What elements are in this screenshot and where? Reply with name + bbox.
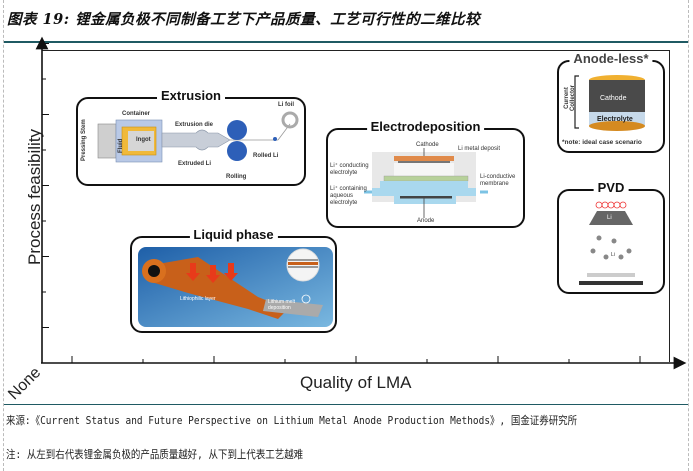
source-note: 来源:《Current Status and Future Perspectiv… [6, 414, 578, 427]
electrodeposition-panel: Electrodeposition Cathode Li metal depos… [326, 119, 525, 228]
ingot-label: Ingot [136, 137, 151, 143]
y-axis-label: Process feasibility [25, 128, 44, 265]
electrodeposition-diagram [364, 148, 488, 218]
title-divider [4, 41, 688, 43]
liquid-phase-panel: Liquid phase Lithiophilic layer Lithium … [130, 227, 337, 333]
liquid-phase-diagram [138, 247, 333, 327]
pressing-stem [97, 123, 117, 159]
top-roller [227, 120, 247, 140]
pressing-stem-label: Pressing Stem [81, 119, 87, 161]
footer-divider [4, 404, 688, 405]
liquid-phase-title: Liquid phase [189, 227, 278, 242]
plot-frame [42, 50, 670, 362]
li-foil-label: Li foil [278, 102, 294, 108]
lithiophilic-layer-label: Lithiophilic layer [180, 296, 216, 302]
x-axis-label: Quality of LMA [300, 373, 412, 392]
li-conducting-electrolyte-label: Li⁺ conducting electrolyte [330, 163, 369, 176]
bottom-collector [589, 121, 645, 131]
substrate-film [587, 273, 635, 277]
membrane [383, 175, 469, 182]
substrate [579, 281, 643, 285]
copper-foil [148, 257, 288, 319]
pvd-diagram [579, 201, 643, 285]
li-metal-deposit-label: Li metal deposit [458, 146, 501, 152]
container-label: Container [122, 111, 151, 117]
x-ticks [71, 356, 641, 363]
li-atom-label: Li [611, 252, 615, 258]
cathode-label: Cathode [416, 142, 439, 148]
lithium-melt-label: Lithium melt deposition [268, 299, 295, 311]
anode-less-panel: Anode-less* Current Collector Cathode El… [557, 51, 665, 153]
figure-title: 图表 19: 锂金属负极不同制备工艺下产品质量、工艺可行性的二维比较 [7, 11, 481, 28]
page-border [3, 0, 689, 471]
rolling-label: Rolling [226, 174, 247, 180]
anode-less-diagram [574, 75, 645, 131]
extrusion-title: Extrusion [157, 88, 225, 103]
aqueous-electrolyte-label: Li⁺ containing aqueous electrolyte [330, 186, 367, 206]
y-ticks [42, 43, 49, 328]
ideal-case-note: *note: ideal case scenario [562, 139, 642, 146]
li-source [589, 211, 633, 225]
anode-plate [400, 196, 452, 199]
anode-less-title: Anode-less* [569, 51, 653, 66]
heater-coil [595, 201, 627, 209]
lithium-sheet [263, 299, 323, 317]
extruded-li-label: Extruded Li [178, 161, 212, 167]
extrusion-panel: Extrusion Pressing Stem Container Ingot … [76, 88, 306, 186]
li-conductive-membrane-label: Li-conductive membrane [480, 174, 516, 187]
ingot [128, 131, 154, 151]
li-atoms [590, 235, 632, 260]
extrusion-die-label: Extrusion die [175, 122, 214, 128]
cathode-plate [394, 156, 454, 161]
pvd-title: PVD [593, 180, 629, 195]
extrusion-die [161, 129, 231, 151]
li-source-label: Li [607, 215, 612, 221]
pvd-panel: PVD Li Li [557, 180, 665, 294]
electrodeposition-title: Electrodeposition [366, 119, 485, 134]
footnote: 注: 从左到右代表锂金属负极的产品质量越好, 从下到上代表工艺越难 [6, 448, 304, 461]
current-collector-label: Current Collector [564, 85, 576, 112]
cathode-layer [589, 80, 645, 112]
anode-label: Anode [417, 218, 435, 224]
rolled-li-label: Rolled Li [253, 153, 279, 159]
electrolyte-label: Electrolyte [597, 116, 633, 123]
extrusion-diagram [97, 111, 299, 163]
bottom-roller [227, 141, 247, 161]
cathode-label: Cathode [600, 95, 627, 102]
fluid-label: Fluid [118, 138, 124, 153]
li-foil-spool [281, 111, 299, 129]
